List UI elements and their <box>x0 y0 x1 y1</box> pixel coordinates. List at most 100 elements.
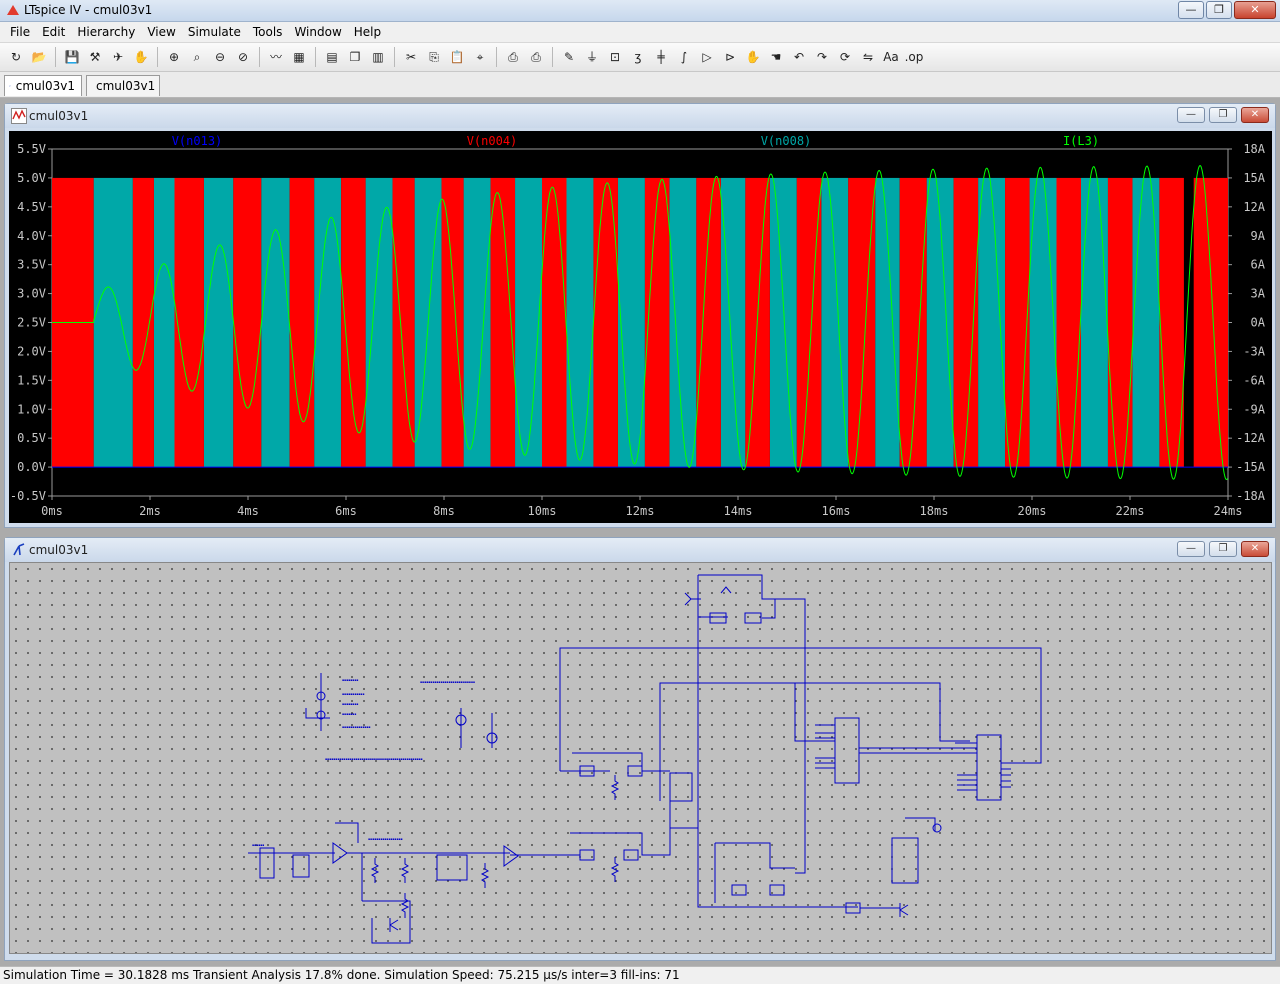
trace-vn008-pulse[interactable] <box>1081 177 1108 468</box>
menu-view[interactable]: View <box>147 25 176 39</box>
trace-vn008-pulse[interactable] <box>365 177 393 468</box>
menu-window[interactable]: Window <box>294 25 342 39</box>
trace-vn008-pulse[interactable] <box>93 177 133 468</box>
print-setup-icon[interactable]: ⎙ <box>508 50 518 64</box>
tile-h-icon[interactable]: ▤ <box>326 50 338 64</box>
menu-help[interactable]: Help <box>353 25 382 39</box>
trace-vn004-pulse[interactable] <box>233 177 262 468</box>
trace-vn008-pulse[interactable] <box>515 177 542 468</box>
trace-label[interactable]: I(L3) <box>1063 134 1099 148</box>
open-icon[interactable]: ↻ <box>10 50 22 64</box>
trace-vn004-pulse[interactable] <box>289 177 315 468</box>
menu-simulate[interactable]: Simulate <box>187 25 241 39</box>
plot-minimize-button[interactable]: — <box>1177 107 1205 123</box>
trace-vn008-pulse[interactable] <box>1132 177 1160 468</box>
text-icon[interactable]: Aa <box>883 50 899 64</box>
spice-directive-icon[interactable]: .op <box>904 50 924 64</box>
schematic-drawing[interactable]: ▪▪▪▪▪▪▪▪ ▪▪▪▪▪▪▪▪▪▪▪ ▪▪▪▪▪▪▪▪ ▪▪▪▪▪▪▪ ▪▪… <box>10 563 1273 955</box>
inductor-icon[interactable]: ∫ <box>680 50 688 64</box>
trace-vn004-pulse[interactable] <box>696 177 721 468</box>
ground-icon[interactable]: ⏚ <box>585 50 598 64</box>
tile-v-icon[interactable]: ▥ <box>372 50 384 64</box>
trace-vn008-pulse[interactable] <box>978 177 1006 468</box>
undo-icon[interactable]: ↶ <box>793 50 805 64</box>
menu-edit[interactable]: Edit <box>42 25 66 39</box>
wire-icon[interactable]: ✎ <box>563 50 575 64</box>
trace-vn008-pulse[interactable] <box>821 177 849 468</box>
zoom-in-icon[interactable]: ⊕ <box>168 50 180 64</box>
resistor-icon[interactable]: ʒ <box>634 50 642 64</box>
trace-vn004-pulse[interactable] <box>542 177 567 468</box>
close-button[interactable]: ✕ <box>1234 1 1276 19</box>
paste-icon[interactable]: 📋 <box>449 50 465 64</box>
zoom-out-icon[interactable]: ⊖ <box>214 50 226 64</box>
plot-close-button[interactable]: ✕ <box>1241 107 1269 123</box>
hand-icon[interactable]: ✋ <box>133 50 149 64</box>
zoom-fit-icon[interactable]: ⌕ <box>193 50 201 64</box>
plot-maximize-button[interactable]: ❐ <box>1209 107 1237 123</box>
schematic-canvas[interactable]: ▪▪▪▪▪▪▪▪ ▪▪▪▪▪▪▪▪▪▪▪ ▪▪▪▪▪▪▪▪ ▪▪▪▪▪▪▪ ▪▪… <box>9 562 1272 954</box>
waveform-icon[interactable]: 〰 <box>269 50 282 64</box>
minimize-button[interactable]: — <box>1178 1 1204 19</box>
trace-vn008-pulse[interactable] <box>769 177 797 468</box>
zoom-cancel-icon[interactable]: ⊘ <box>237 50 249 64</box>
mirror-icon[interactable]: ⇋ <box>862 50 874 64</box>
trace-vn008-pulse[interactable] <box>669 177 697 468</box>
diode-icon[interactable]: ▷ <box>702 50 712 64</box>
redo-icon[interactable]: ↷ <box>816 50 828 64</box>
trace-vn008-pulse[interactable] <box>875 177 900 468</box>
tab-waveform[interactable]: cmul03v1 <box>86 75 160 96</box>
print-icon[interactable]: ⎙ <box>531 50 541 64</box>
trace-vn008-pulse[interactable] <box>153 177 175 468</box>
menu-tools[interactable]: Tools <box>252 25 283 39</box>
trace-label[interactable]: V(n004) <box>467 134 518 148</box>
component-icon[interactable]: ⊳ <box>724 50 736 64</box>
trace-vn004-pulse[interactable] <box>392 177 415 468</box>
schematic-close-button[interactable]: ✕ <box>1241 541 1269 557</box>
trace-vn004-pulse[interactable] <box>1056 177 1082 468</box>
hammer-icon[interactable]: ⚒ <box>89 50 101 64</box>
cut-icon[interactable]: ✂ <box>405 50 417 64</box>
trace-vn008-pulse[interactable] <box>314 177 342 468</box>
find-icon[interactable]: ⌖ <box>476 50 484 64</box>
rotate-icon[interactable]: ⟳ <box>839 50 851 64</box>
run-icon[interactable]: ✈ <box>112 50 124 64</box>
trace-vn008-pulse[interactable] <box>261 177 290 468</box>
schematic-maximize-button[interactable]: ❐ <box>1209 541 1237 557</box>
maximize-button[interactable]: ❐ <box>1206 1 1232 19</box>
save-icon[interactable]: 💾 <box>64 50 80 64</box>
trace-vn008-pulse[interactable] <box>463 177 491 468</box>
trace-vn008-pulse[interactable] <box>566 177 594 468</box>
trace-vn004-pulse[interactable] <box>441 177 464 468</box>
trace-vn004-pulse[interactable] <box>132 177 154 468</box>
grid-icon[interactable]: ▦ <box>293 50 305 64</box>
trace-vn004-pulse[interactable] <box>644 177 670 468</box>
menu-hierarchy[interactable]: Hierarchy <box>77 25 136 39</box>
trace-il3[interactable] <box>52 165 1228 481</box>
waveform-chart[interactable]: 5.5V5.0V4.5V4.0V3.5V3.0V2.5V2.0V1.5V1.0V… <box>9 131 1272 523</box>
schematic-minimize-button[interactable]: — <box>1177 541 1205 557</box>
trace-vn004-pulse[interactable] <box>1005 177 1030 468</box>
trace-vn008-pulse[interactable] <box>203 177 234 468</box>
trace-vn004-pulse[interactable] <box>1159 177 1184 468</box>
trace-vn008-pulse[interactable] <box>720 177 746 468</box>
trace-vn008-pulse[interactable] <box>926 177 954 468</box>
cascade-icon[interactable]: ❐ <box>349 50 361 64</box>
trace-vn004-pulse[interactable] <box>848 177 876 468</box>
capacitor-icon[interactable]: ╪ <box>657 50 665 64</box>
tab-schematic[interactable]: cmul03v1 <box>4 75 82 96</box>
trace-label[interactable]: V(n013) <box>172 134 223 148</box>
move-icon[interactable]: ✋ <box>745 50 761 64</box>
label-icon[interactable]: ⊡ <box>609 50 621 64</box>
trace-vn004-pulse[interactable] <box>174 177 204 468</box>
folder-icon[interactable]: 📂 <box>31 50 47 64</box>
trace-vn004-pulse[interactable] <box>1193 177 1228 468</box>
trace-vn008-pulse[interactable] <box>617 177 645 468</box>
trace-vn004-pulse[interactable] <box>953 177 979 468</box>
menu-file[interactable]: File <box>10 25 31 39</box>
trace-vn004-pulse[interactable] <box>1107 177 1133 468</box>
copy-icon[interactable]: ⎘ <box>429 50 439 64</box>
drag-icon[interactable]: ☚ <box>770 50 782 64</box>
trace-label[interactable]: V(n008) <box>761 134 812 148</box>
